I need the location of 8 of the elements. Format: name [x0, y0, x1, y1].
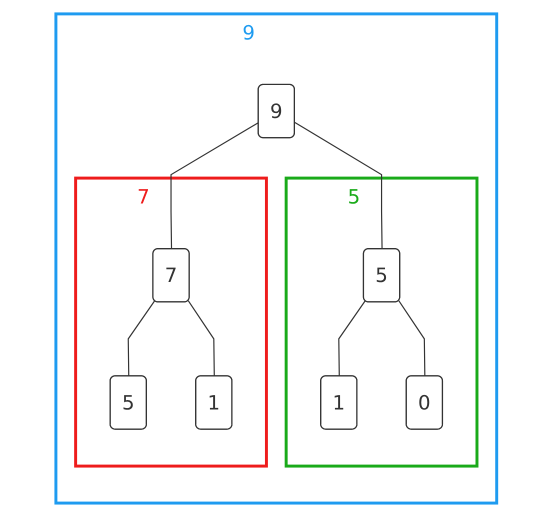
connector	[338, 300, 366, 376]
cluster	[284, 176, 479, 468]
connector	[188, 300, 216, 376]
connector	[170, 121, 260, 249]
connector	[294, 121, 383, 249]
connector	[398, 300, 426, 376]
connector	[128, 300, 156, 376]
cluster	[74, 176, 268, 468]
